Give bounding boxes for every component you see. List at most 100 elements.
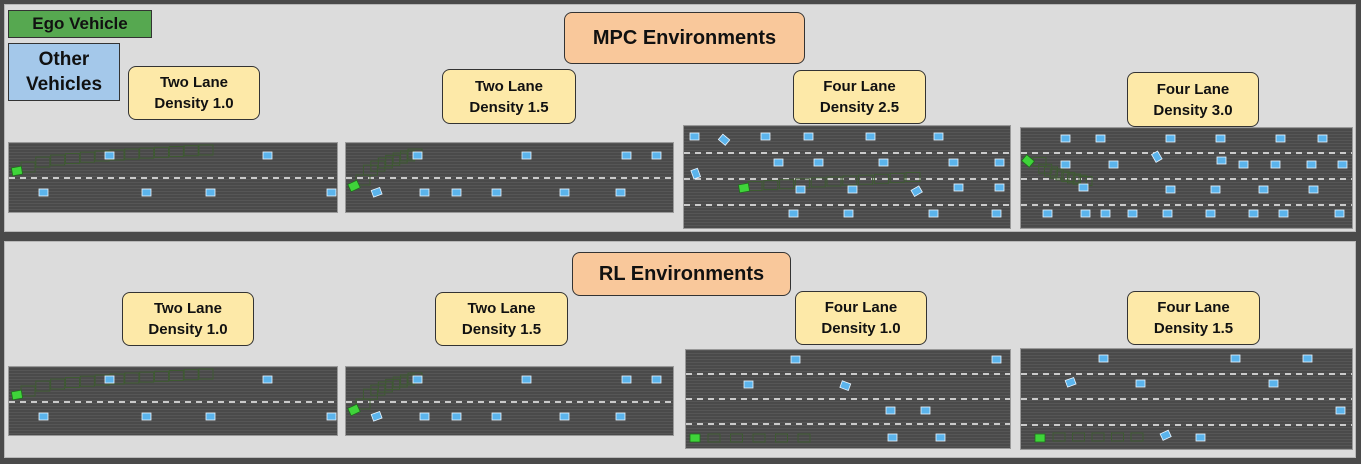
- trajectory-segment: [1130, 432, 1144, 442]
- other-vehicle: [104, 375, 115, 384]
- trajectory-segment: [1032, 157, 1047, 167]
- other-vehicle: [412, 375, 423, 384]
- other-vehicle: [803, 132, 814, 141]
- other-vehicle: [262, 151, 273, 160]
- other-vehicle: [928, 209, 939, 218]
- legend-other-vehicles: Other Vehicles: [8, 43, 120, 101]
- other-vehicle: [621, 151, 632, 160]
- trajectory-segment: [1044, 166, 1058, 177]
- env-density: Density 1.5: [469, 98, 549, 116]
- other-vehicle: [1135, 379, 1146, 388]
- trajectory-segment: [1091, 432, 1105, 442]
- trajectory-segment: [198, 368, 214, 380]
- other-vehicle: [326, 188, 337, 197]
- other-vehicle: [1165, 134, 1176, 143]
- ego-vehicle: [347, 403, 361, 417]
- other-vehicle: [521, 151, 532, 160]
- trajectory-segment: [858, 174, 874, 185]
- other-vehicle: [920, 406, 931, 415]
- mpc-road-two-lane-2: [345, 142, 674, 213]
- other-vehicle: [935, 433, 946, 442]
- mpc-env-label-4: Four Lane Density 3.0: [1127, 72, 1259, 127]
- trajectory-segment: [20, 385, 36, 397]
- road-scene: [9, 368, 337, 421]
- trajectory-segment: [198, 144, 214, 156]
- trajectory-segment: [752, 433, 766, 443]
- other-vehicle: [847, 185, 858, 194]
- trajectory-segment: [79, 151, 95, 163]
- trajectory-segment: [873, 173, 889, 184]
- other-vehicle: [491, 412, 502, 421]
- env-lanes: Two Lane: [159, 74, 229, 91]
- trajectory-segment: [50, 154, 66, 166]
- other-vehicle: [451, 412, 462, 421]
- other-vehicle: [887, 433, 898, 442]
- mpc-road-four-lane-1: [683, 125, 1011, 229]
- env-lanes: Four Lane: [1156, 80, 1230, 98]
- other-vehicle: [1098, 354, 1109, 363]
- other-vehicle: [773, 158, 784, 167]
- env-density: Density 1.0: [148, 321, 228, 338]
- legend-other-label-line1: Other: [38, 49, 90, 70]
- env-lanes: Two Lane: [153, 300, 223, 317]
- other-vehicle: [865, 132, 876, 141]
- other-vehicle: [1162, 209, 1173, 218]
- env-lanes: Four Lane: [823, 78, 896, 95]
- legend-other-label-line2: Vehicles: [25, 74, 103, 95]
- other-vehicle: [1060, 134, 1071, 143]
- mpc-road-two-lane-1: [8, 142, 338, 213]
- other-vehicle: [1268, 379, 1279, 388]
- env-lanes: Two Lane: [467, 300, 536, 317]
- other-vehicle: [1337, 160, 1348, 169]
- trajectory-segment: [1061, 172, 1076, 183]
- trajectory-segment: [79, 375, 95, 387]
- trajectory-segment: [168, 369, 184, 381]
- trajectory-segment: [124, 372, 140, 384]
- rl-env-label-4: Four Lane Density 1.5: [1127, 291, 1260, 345]
- trajectory-segment: [168, 145, 184, 157]
- road-scene: [684, 132, 1010, 218]
- trajectory-segment: [730, 433, 743, 443]
- other-vehicle: [885, 406, 896, 415]
- other-vehicle: [1078, 183, 1089, 192]
- other-vehicle: [1258, 185, 1269, 194]
- other-vehicle: [1100, 209, 1111, 218]
- trajectory-segment: [797, 433, 811, 443]
- other-vehicle: [948, 158, 959, 167]
- trajectory-segment: [842, 175, 858, 186]
- other-vehicle: [615, 412, 626, 421]
- env-lanes: Four Lane: [824, 299, 898, 316]
- other-vehicle: [1308, 185, 1319, 194]
- mpc-env-label-1: Two Lane Density 1.0: [128, 66, 260, 120]
- other-vehicle: [1195, 433, 1206, 442]
- env-density: Density 2.5: [819, 99, 900, 116]
- other-vehicle: [412, 151, 423, 160]
- trajectory-segment: [1111, 432, 1124, 442]
- trajectory-segment: [889, 172, 905, 183]
- trajectory-segment: [779, 179, 795, 190]
- trajectory-segment: [905, 172, 921, 182]
- other-vehicle: [760, 132, 771, 141]
- road-scene: [9, 144, 337, 197]
- other-vehicle: [262, 375, 273, 384]
- trajectory-segment: [35, 380, 51, 392]
- ego-vehicle: [1034, 433, 1046, 443]
- mpc-env-label-3: Four Lane Density 2.5: [793, 70, 926, 124]
- env-density: Density 1.5: [461, 321, 542, 338]
- other-vehicle: [326, 412, 337, 421]
- other-vehicle: [994, 183, 1005, 192]
- other-vehicle: [953, 183, 964, 192]
- trajectory-segment: [826, 176, 842, 187]
- other-vehicle: [451, 188, 462, 197]
- trajectory-segment: [763, 180, 779, 191]
- other-vehicle: [651, 151, 662, 160]
- other-vehicle: [38, 412, 49, 421]
- other-vehicle: [1060, 160, 1071, 169]
- other-vehicle: [1205, 209, 1216, 218]
- other-vehicle: [1335, 406, 1346, 415]
- rl-road-four-lane-1: [685, 349, 1011, 449]
- trajectory-segment: [1049, 168, 1064, 179]
- ego-vehicle: [10, 165, 24, 177]
- ego-vehicle: [1021, 154, 1035, 168]
- road-scene: [346, 372, 673, 422]
